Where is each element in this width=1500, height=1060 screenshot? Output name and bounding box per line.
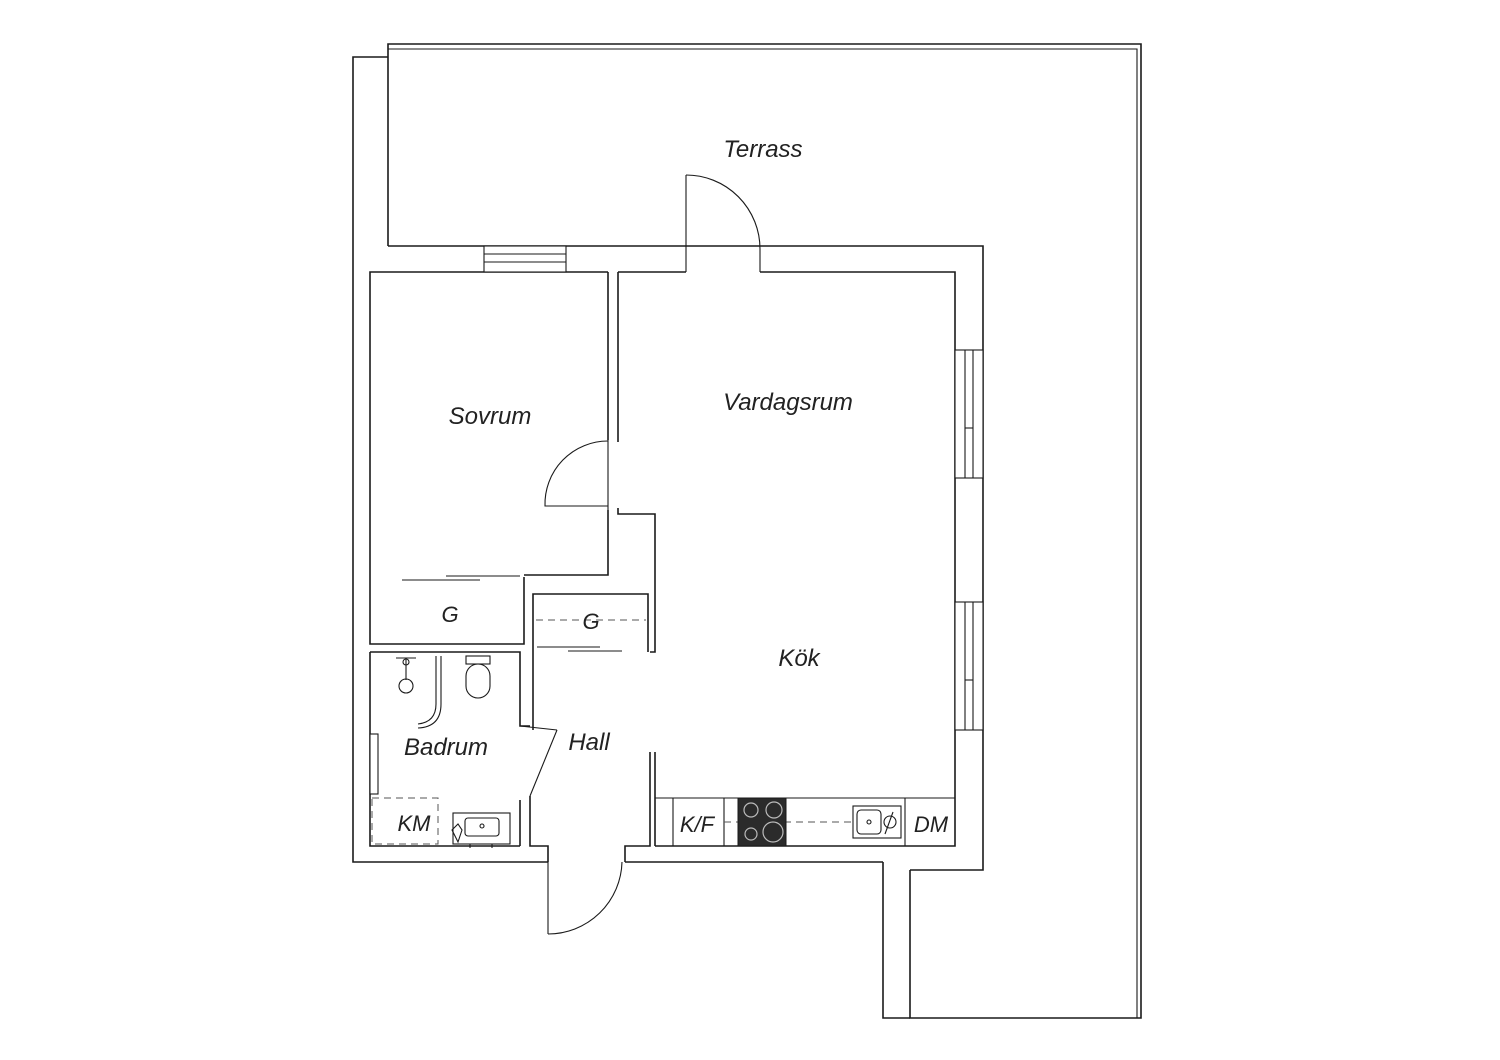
- terrace-outline: [387, 43, 1142, 1019]
- hob-icon: [737, 797, 787, 847]
- room-label-terrace: Terrass: [723, 136, 802, 163]
- room-label-bedroom: Sovrum: [449, 403, 532, 430]
- window-living-room: [954, 349, 984, 479]
- door-entrance: [547, 861, 623, 935]
- window-bedroom: [483, 245, 567, 273]
- window-bathroom: [369, 733, 379, 795]
- door-terrace: [685, 174, 761, 272]
- interior-walls: [369, 272, 656, 862]
- door-bedroom: [544, 440, 609, 510]
- label-fridge-freezer: K/F: [680, 812, 716, 837]
- label-dishwasher: DM: [914, 812, 949, 837]
- label-wardrobe-bedroom: G: [441, 602, 458, 627]
- room-label-hall: Hall: [568, 729, 610, 756]
- window-kitchen: [954, 601, 984, 731]
- label-washing-machine: KM: [398, 811, 432, 836]
- room-label-bathroom: Badrum: [404, 734, 488, 761]
- washbasin: [451, 812, 511, 848]
- kitchen-counter: [655, 797, 955, 846]
- sink-icon: [852, 805, 902, 839]
- wardrobe-doors-hall: [536, 619, 646, 652]
- exterior-walls: [352, 56, 956, 863]
- washing-machine: [371, 797, 439, 845]
- toilet: [465, 655, 491, 699]
- wardrobe-doors-bedroom: [402, 575, 520, 581]
- room-label-kitchen: Kök: [778, 645, 821, 672]
- door-bathroom: [519, 725, 558, 797]
- shower: [396, 656, 442, 729]
- room-label-living-room: Vardagsrum: [723, 389, 853, 416]
- label-wardrobe-hall: G: [582, 609, 599, 634]
